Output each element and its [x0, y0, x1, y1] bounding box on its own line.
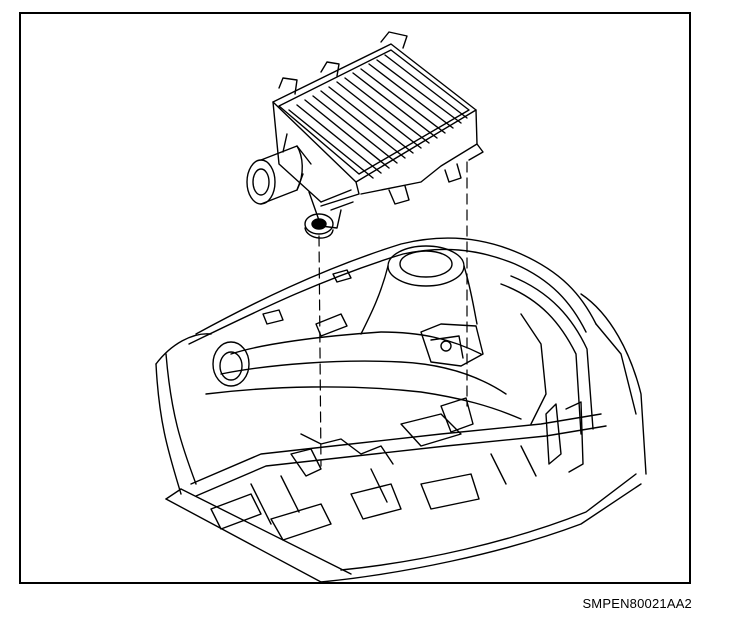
figure-reference-code: SMPEN80021AA2 — [582, 596, 692, 611]
air-cleaner-assembly-drawing — [246, 31, 484, 239]
engine-bay-drawing — [155, 237, 647, 582]
alignment-guide-lines — [318, 161, 468, 467]
illustration-frame — [19, 12, 691, 584]
air-cleaner-installation-illustration — [155, 31, 647, 582]
